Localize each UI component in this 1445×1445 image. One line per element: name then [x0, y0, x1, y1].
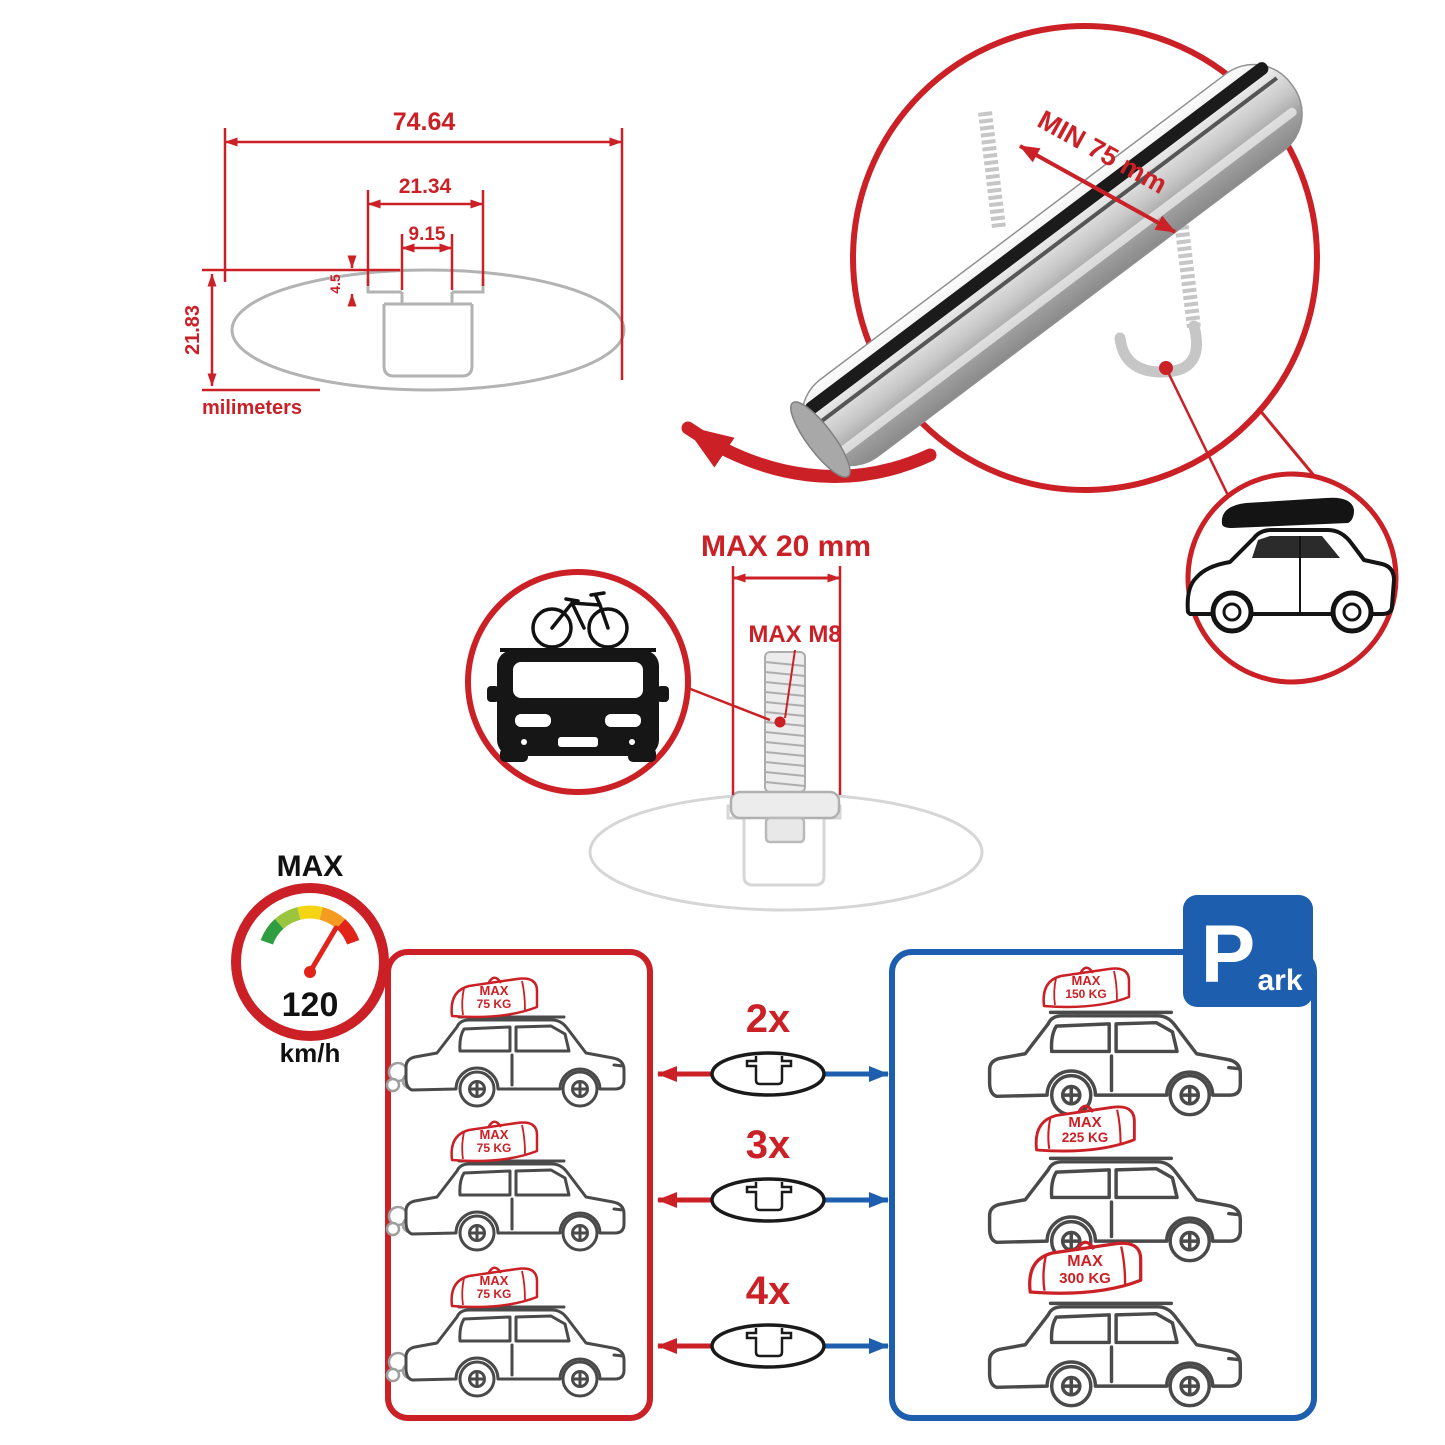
- cargo-load-label: MAX: [1072, 973, 1101, 988]
- profile-outline: [230, 268, 626, 392]
- cargo-load-value: 75 KG: [477, 1287, 512, 1301]
- cargo-load-label: MAX: [480, 1273, 509, 1288]
- cargo-load-value: 75 KG: [477, 997, 512, 1011]
- crossbar-mini-icon: [710, 1051, 826, 1097]
- park-sign-letter: P: [1201, 909, 1256, 1000]
- suv-roofbox-callout: [1185, 471, 1399, 685]
- crossbar-mini-icon: [710, 1323, 826, 1369]
- park-sign-plate: [1183, 895, 1313, 1007]
- park-sign-suffix: ark: [1257, 964, 1302, 997]
- quantity-label: 3x: [746, 1123, 791, 1167]
- callout-connector-2: [1256, 407, 1318, 479]
- bar-end-cap: [790, 401, 851, 478]
- dim-width-slot: 21.34: [399, 175, 452, 198]
- gauge-arc: [260, 905, 360, 945]
- cargo-load-value: 225 KG: [1062, 1130, 1109, 1145]
- dim-step-height: 4.5: [327, 274, 343, 294]
- bolt-max-width-label: MAX 20 mm: [701, 530, 871, 563]
- cargo-load-label: MAX: [480, 1127, 509, 1142]
- speed-max-label: MAX: [277, 850, 344, 883]
- suv-wheel-front: [1330, 590, 1374, 634]
- cargo-load-label: MAX: [1067, 1253, 1103, 1270]
- cargo-load-value: 75 KG: [477, 1141, 512, 1155]
- car-front-icon: [487, 650, 669, 762]
- bolt-flange: [729, 790, 841, 820]
- cargo-load-label: MAX: [480, 983, 509, 998]
- dim-height-total: 21.83: [182, 305, 204, 355]
- bolt-max-thread-label: MAX M8: [748, 621, 841, 648]
- cross-section-diagram: 74.64 21.34 9.15 4.5 21.83 milimeters: [182, 108, 626, 419]
- speed-value: 120: [282, 986, 339, 1024]
- cargo-load-value: 150 KG: [1065, 987, 1106, 1001]
- dim-width-inner: 9.15: [409, 224, 446, 245]
- cargo-load-label: MAX: [1068, 1114, 1101, 1131]
- suv-windows: [1252, 536, 1340, 558]
- dimension-lines: [202, 128, 624, 392]
- gauge-needle: [307, 925, 339, 975]
- quantity-label: 4x: [746, 1269, 791, 1313]
- crossbar-photo-callout: MIN 75 mm: [790, 23, 1320, 493]
- crossbar-mini-icon: [710, 1177, 826, 1223]
- bolt-pointer-dot: [774, 716, 786, 728]
- callout-arrow: [681, 421, 937, 483]
- quantity-label: 2x: [746, 997, 791, 1041]
- speed-unit: km/h: [280, 1038, 341, 1068]
- suv-wheel-rear: [1210, 590, 1254, 634]
- bolt-detail: MAX 20 mm MAX M8: [588, 530, 984, 912]
- dim-width-total: 74.64: [393, 108, 456, 136]
- clamp-rod-left: [978, 111, 1006, 229]
- cargo-load-value: 300 KG: [1059, 1270, 1111, 1287]
- car-bike-callout: [465, 569, 691, 795]
- driving-panel: MAX 75 KG MAX 75 KG MAX 75 KG: [385, 949, 653, 1421]
- dim-unit-label: milimeters: [202, 397, 302, 419]
- bike-icon: [531, 591, 629, 649]
- t-bolt: [729, 651, 841, 844]
- clamp-rod-right: [1173, 211, 1201, 329]
- park-sign: P ark: [1183, 895, 1313, 1007]
- bolt-nub: [764, 816, 806, 844]
- speed-limit-gauge: MAX 120 km/h: [231, 850, 389, 1068]
- min-span-arrow: [1019, 144, 1176, 234]
- parked-panel: MAX 150 KG MAX 225 KG MAX 300 KG: [889, 949, 1317, 1421]
- bar-quantity-column: 2x 3x 4x: [657, 997, 889, 1369]
- roof-box: [1221, 497, 1354, 528]
